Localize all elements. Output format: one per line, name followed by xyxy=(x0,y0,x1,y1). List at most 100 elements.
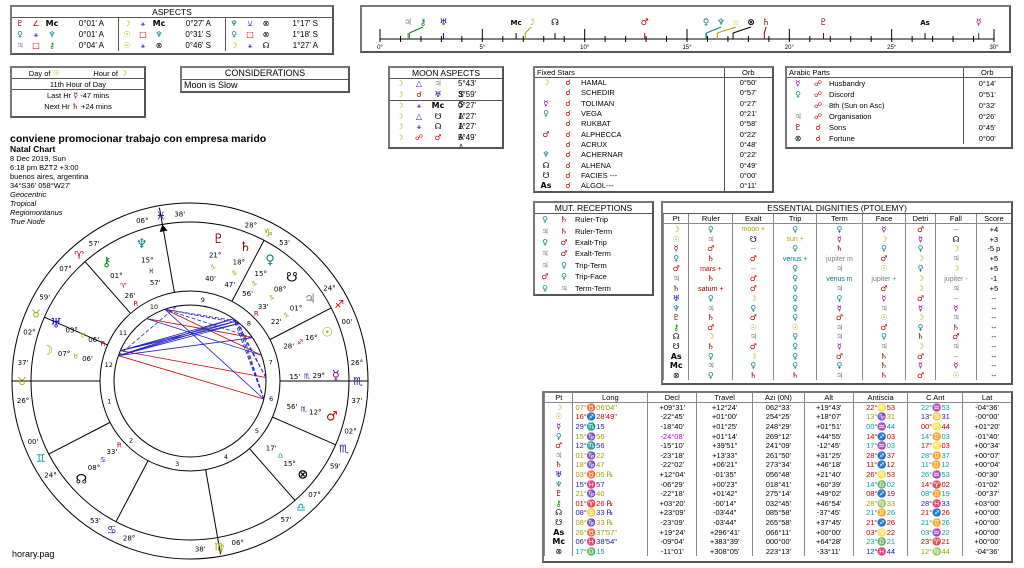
planet-sign-icon: ♎ xyxy=(277,452,283,460)
sun-icon: ☉ xyxy=(321,325,333,340)
part-orb: 0°32' xyxy=(978,100,996,110)
dignity-score: +3 xyxy=(989,234,999,244)
planet-sign-icon: ♑ xyxy=(283,311,289,319)
position-cell: 01°♈26 ℞ xyxy=(575,498,614,508)
position-cell: -06°29' xyxy=(660,479,685,489)
position-cell: 241°09' xyxy=(765,441,791,451)
hour-of-label: Hour of xyxy=(93,69,118,78)
aspect-orb: 1°27' A xyxy=(292,41,318,50)
moon-aspect-orb: 5°49' A xyxy=(458,132,477,149)
aspect-row: ♀⚹♆0°01' A xyxy=(12,29,118,40)
mars-icon: ♂ xyxy=(880,284,888,294)
mc-icon: Mc xyxy=(669,361,683,371)
chiron-icon: ⚷ xyxy=(49,41,55,50)
next-hour-value: +24 mins xyxy=(81,102,112,111)
star-orb: 0°27' xyxy=(739,98,757,108)
conjunction-icon: ☌ xyxy=(565,88,571,98)
star-name: ACRUX xyxy=(581,139,608,149)
receptions-title: MUT. RECEPTIONS xyxy=(535,203,652,214)
consideration-item: Moon is Slow xyxy=(184,80,238,90)
moon-icon: ☽ xyxy=(916,254,925,264)
jupiter-icon: ♃ xyxy=(952,313,960,323)
jupiter-icon: ♃ xyxy=(835,332,843,342)
house-cusp xyxy=(249,448,296,501)
moon-aspect-orb: 1°27' A xyxy=(458,111,477,132)
venus-icon: ♀ xyxy=(750,303,757,313)
moon-aspect-row: ☽☌♅3°59' S xyxy=(390,90,502,110)
star-orb: 0°22' xyxy=(739,129,757,139)
cusp-minute: 00' xyxy=(342,318,353,326)
position-header: Pt xyxy=(555,393,563,403)
position-cell: +19°43' xyxy=(815,403,842,413)
conjunction-icon: ☌ xyxy=(565,98,571,108)
chart-date: 8 Dec 2019, Sun xyxy=(10,154,66,163)
house-cusp xyxy=(272,416,336,446)
uranus-icon: ♅ xyxy=(439,18,447,28)
sextile-icon: ⚹ xyxy=(33,30,39,39)
house-number: 7 xyxy=(269,358,273,366)
cusp-degree: 24° xyxy=(44,472,56,480)
dignity-score: -- xyxy=(991,313,997,323)
position-cell: 254°25' xyxy=(765,412,791,422)
house-number: 9 xyxy=(201,296,205,304)
position-cell: 14°♐03 xyxy=(866,431,896,441)
aspect-line xyxy=(118,318,234,356)
dignity-header: Ruler xyxy=(701,214,720,224)
asc-icon: As xyxy=(670,351,682,361)
dignity-score: -- xyxy=(991,351,997,361)
position-cell: -33°11' xyxy=(817,546,841,556)
last-hour-value: -47 mins xyxy=(80,91,110,100)
saturn-icon: ♄ xyxy=(707,274,715,284)
venus-icon: ♀ xyxy=(792,274,799,284)
house-cusp xyxy=(205,469,222,555)
cusp-sign-icon: ♉ xyxy=(31,308,41,321)
position-cell: +00°00' xyxy=(974,508,1000,518)
position-cell: 21°♑40 xyxy=(575,489,605,499)
position-cell: 03°♉06 ℞ xyxy=(575,470,614,480)
venus-icon: ♀ xyxy=(542,215,548,225)
dignity-score: +4 xyxy=(989,224,999,234)
position-cell: -00°37' xyxy=(975,489,999,499)
dignity-score: -- xyxy=(991,361,997,371)
chart-zodiac1: Geocentric xyxy=(10,190,47,199)
part-orb: 0°14' xyxy=(978,78,996,88)
position-cell: +01°25' xyxy=(711,422,738,432)
position-cell: 265°58' xyxy=(765,518,791,528)
mars-icon: ♂ xyxy=(560,237,568,247)
dignity-score: -- xyxy=(991,332,997,342)
dignity-header: Face xyxy=(875,214,893,224)
ruler-tick-label: 25° xyxy=(887,45,897,51)
planet-sign-icon: ♑ xyxy=(231,270,237,278)
cusp-sign-icon: ♐ xyxy=(334,298,344,311)
venus-icon: ♀ xyxy=(17,30,23,39)
dignity-score: +5 xyxy=(989,264,999,274)
position-cell: 062°33' xyxy=(765,403,791,413)
position-cell: -11°01' xyxy=(660,546,684,556)
chart-place: buenos aires, argentina xyxy=(10,172,89,181)
venus-icon: ♀ xyxy=(750,361,757,371)
planet-minute: 47' xyxy=(224,281,235,289)
star-name: VEGA xyxy=(581,109,602,119)
position-cell: -22°45' xyxy=(660,412,685,422)
venus-icon: ♀ xyxy=(792,293,799,303)
sun-icon: ☉ xyxy=(880,313,888,323)
dignity-header: Fall xyxy=(949,214,962,224)
uranus-icon: ♅ xyxy=(555,470,563,480)
moon-icon: ☽ xyxy=(396,111,404,121)
fixed-star-row: As☌ALGOL---0°11' xyxy=(535,180,772,191)
star-orb: 0°50' xyxy=(739,78,757,88)
position-cell: 26°♒53 xyxy=(920,470,950,480)
reception-row: ♀♃Term-Term xyxy=(535,282,652,293)
mercury-icon: ☿ xyxy=(73,91,79,100)
cusp-sign-icon: ♋ xyxy=(107,524,117,537)
position-cell: 21°♐26 xyxy=(920,508,950,518)
reception-type: Ruler-Term xyxy=(575,226,613,236)
venus-icon: ♀ xyxy=(543,109,549,119)
aspects-title: ASPECTS xyxy=(12,7,332,18)
node-icon: ☊ xyxy=(542,160,550,170)
venus-icon: ♀ xyxy=(542,283,548,293)
planet-degree: 08° xyxy=(274,286,286,294)
